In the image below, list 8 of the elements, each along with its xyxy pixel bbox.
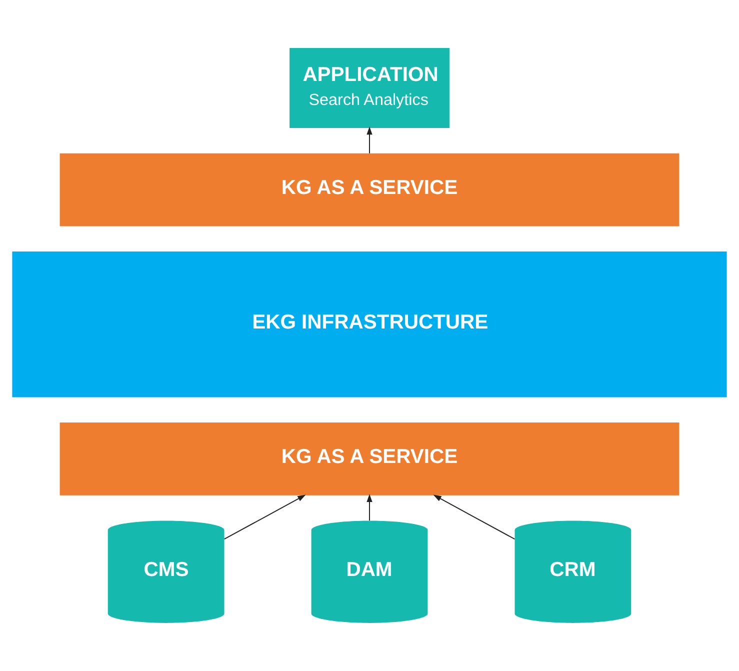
node-box: EKG INFRASTRUCTURE xyxy=(12,252,727,398)
node-box: KG AS A SERVICE xyxy=(60,153,680,226)
arrow xyxy=(224,494,306,540)
arrow xyxy=(433,494,515,540)
node-box: APPLICATION Search Analytics xyxy=(290,48,450,128)
node-box: KG AS A SERVICE xyxy=(60,422,680,496)
arrow xyxy=(366,494,372,521)
arrow xyxy=(366,126,372,154)
